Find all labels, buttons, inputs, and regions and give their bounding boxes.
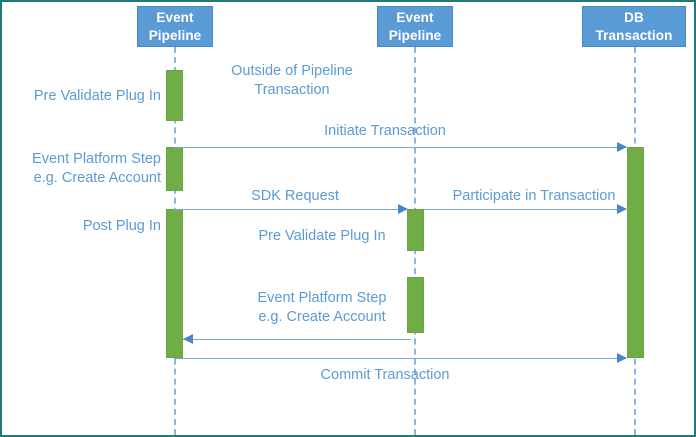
activation-bar-post-plug-in[interactable]	[166, 209, 183, 358]
message-label-commit-transaction: Commit Transaction	[320, 367, 450, 383]
message-line-initiate-transaction[interactable]	[174, 147, 626, 148]
annotation-event-platform-step: Event Platform Step e.g. Create Account	[2, 150, 161, 188]
message-arrowhead-sdk-request	[398, 204, 408, 214]
activation-bar-event-platform-step[interactable]	[166, 147, 183, 191]
note-event-platform-step: Event Platform Step e.g. Create Account	[242, 289, 402, 327]
participant-header-event-pipeline-2[interactable]: Event Pipeline	[377, 6, 453, 47]
message-arrowhead-return-to-pipeline	[183, 334, 193, 344]
participant-header-line2: Transaction	[595, 27, 673, 43]
participant-header-line2: Pipeline	[148, 27, 202, 43]
note-event-platform-step-line1: Event Platform Step	[257, 290, 387, 306]
annotation-event-platform-step-line1: Event Platform Step	[32, 151, 161, 167]
participant-header-line1: Event	[156, 9, 194, 25]
message-label-sdk-request: SDK Request	[251, 188, 339, 204]
activation-bar-pre-validate-plug-in[interactable]	[166, 70, 183, 121]
note-outside-of-pipeline-transaction-line2: Transaction	[254, 82, 330, 98]
message-line-participate-in-transaction[interactable]	[424, 209, 626, 210]
message-arrowhead-commit-transaction	[617, 353, 627, 363]
annotation-event-platform-step-line2: e.g. Create Account	[33, 170, 161, 186]
participant-header-db-transaction[interactable]: DB Transaction	[582, 6, 686, 47]
note-event-platform-step-line2: e.g. Create Account	[258, 309, 386, 325]
message-label-participate-in-transaction: Participate in Transaction	[452, 188, 616, 204]
note-pre-validate-plug-in: Pre Validate Plug In	[258, 228, 386, 244]
message-line-return-to-pipeline[interactable]	[183, 339, 411, 340]
participant-header-line1: Event	[396, 9, 434, 25]
participant-header-event-pipeline-1[interactable]: Event Pipeline	[137, 6, 213, 47]
note-outside-of-pipeline-transaction: Outside of Pipeline Transaction	[192, 62, 392, 100]
annotation-post-plug-in: Post Plug In	[82, 218, 161, 234]
note-outside-of-pipeline-transaction-line1: Outside of Pipeline	[231, 63, 353, 79]
annotation-pre-validate-plug-in: Pre Validate Plug In	[33, 88, 161, 104]
message-line-commit-transaction[interactable]	[174, 358, 626, 359]
activation-bar-sdk-pre-validate-plug-in[interactable]	[407, 209, 424, 251]
activation-bar-sdk-event-platform-step[interactable]	[407, 277, 424, 333]
participant-header-line2: Pipeline	[388, 27, 442, 43]
message-line-sdk-request[interactable]	[174, 209, 406, 210]
message-arrowhead-participate-in-transaction	[617, 204, 627, 214]
activation-bar-db-transaction[interactable]	[627, 147, 644, 358]
message-arrowhead-initiate-transaction	[617, 142, 627, 152]
message-label-initiate-transaction: Initiate Transaction	[324, 123, 446, 139]
participant-header-line1: DB	[624, 9, 644, 25]
